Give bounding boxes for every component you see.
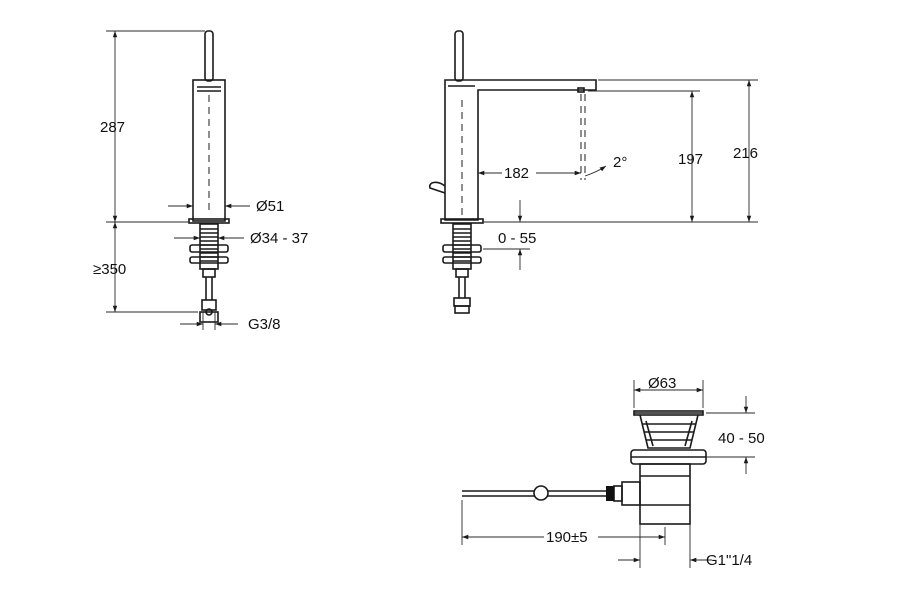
waste-valve-view: Ø63 40 - 50 190±5 G1"1/4 (461, 375, 765, 569)
front-threaded-shank (189, 223, 229, 270)
dim-g1-1-4-label: G1"1/4 (706, 552, 752, 569)
dim-197-label: 197 (678, 151, 703, 168)
dim-287-label: 287 (100, 119, 125, 136)
dim-angle-2: 2° (584, 154, 627, 177)
side-threaded-shank (442, 223, 482, 270)
dim-g1-1-4: G1"1/4 (618, 524, 752, 569)
dim-angle-2-label: 2° (613, 154, 627, 171)
front-view: 287 ≥350 Ø51 Ø34 - 37 G3/8 (93, 30, 308, 333)
front-supply-hose (199, 268, 219, 323)
dim-diameter-34-37-label: Ø34 - 37 (250, 230, 308, 247)
dim-diameter-34-37: Ø34 - 37 (174, 230, 308, 247)
rod-ball-joint (533, 485, 549, 501)
dim-diameter-51-label: Ø51 (256, 198, 284, 215)
dim-diameter-51: Ø51 (168, 198, 284, 216)
waste-body (639, 463, 691, 525)
dim-diameter-63-label: Ø63 (648, 375, 676, 392)
front-lever (204, 30, 214, 82)
dim-197: 197 (483, 90, 758, 223)
side-supply-hose (453, 268, 471, 314)
dim-182-label: 182 (504, 165, 529, 182)
dim-190-label: 190±5 (546, 529, 588, 546)
dim-216-label: 216 (733, 145, 758, 162)
popup-knob (428, 181, 446, 194)
dim-0-55: 0 - 55 (483, 200, 536, 270)
waste-side-connector (621, 481, 641, 506)
dim-216: 216 (598, 79, 758, 222)
dim-350: ≥350 (93, 222, 198, 313)
waste-connector-nut (606, 486, 614, 501)
side-body-spout (444, 79, 597, 221)
dim-350-label: ≥350 (93, 261, 126, 278)
dim-40-50-label: 40 - 50 (718, 430, 765, 447)
dim-0-55-label: 0 - 55 (498, 230, 536, 247)
dim-190: 190±5 (461, 500, 666, 546)
side-view: 182 2° 197 216 0 - 55 (428, 30, 758, 314)
side-lever (454, 30, 464, 82)
dim-g38-label: G3/8 (248, 316, 281, 333)
dim-182: 182 (478, 163, 581, 182)
front-body (192, 79, 226, 222)
dim-diameter-63: Ø63 (633, 375, 704, 408)
dim-287: 287 (100, 30, 205, 223)
dim-g38: G3/8 (180, 312, 281, 333)
dim-40-50: 40 - 50 (706, 396, 765, 474)
